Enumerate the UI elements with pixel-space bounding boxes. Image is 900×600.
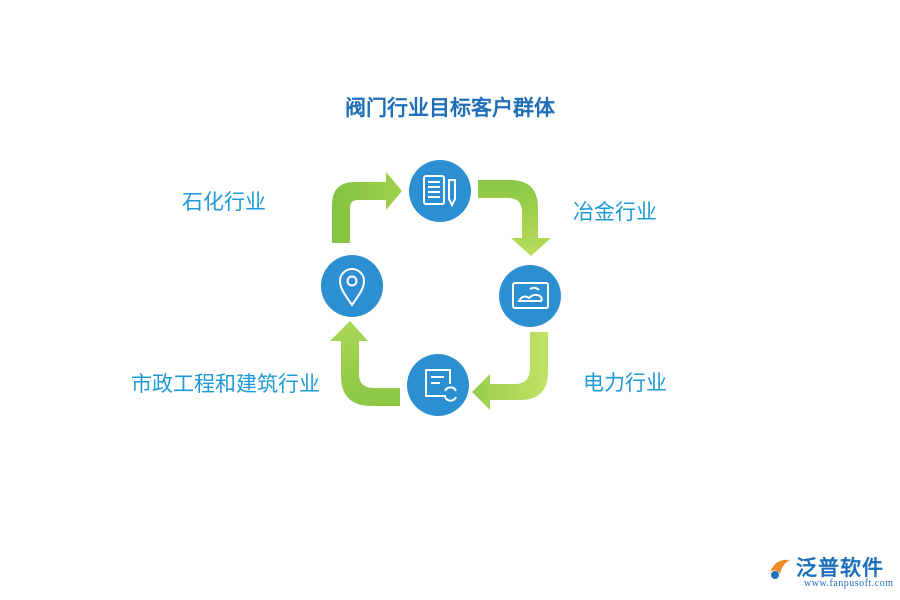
image-frame-icon — [512, 282, 549, 309]
location-pin-icon — [338, 268, 366, 307]
arrow-top-to-right — [478, 180, 551, 256]
logo-url: www.fanpusoft.com — [804, 578, 894, 589]
document-pencil-icon — [423, 175, 456, 208]
label-power: 电力行业 — [583, 371, 667, 395]
logo-mark-icon — [770, 559, 790, 579]
brand-logo: 泛普软件 www.fanpusoft.com — [766, 552, 896, 596]
node-circle-top — [409, 160, 471, 222]
node-circle-left — [321, 255, 383, 317]
arrow-bottom-to-left — [330, 321, 400, 406]
arrow-left-to-top — [332, 172, 402, 243]
diagram-title: 阀门行业目标客户群体 — [345, 96, 555, 120]
label-metallurgy: 冶金行业 — [573, 200, 657, 224]
document-refresh-icon — [425, 369, 457, 402]
node-circle-bottom — [407, 354, 469, 416]
node-circle-right — [499, 265, 561, 327]
label-petrochemical: 石化行业 — [182, 190, 266, 214]
arrow-right-to-bottom — [472, 332, 548, 410]
logo-name: 泛普软件 — [796, 556, 884, 580]
label-municipal-construction: 市政工程和建筑行业 — [131, 372, 320, 396]
